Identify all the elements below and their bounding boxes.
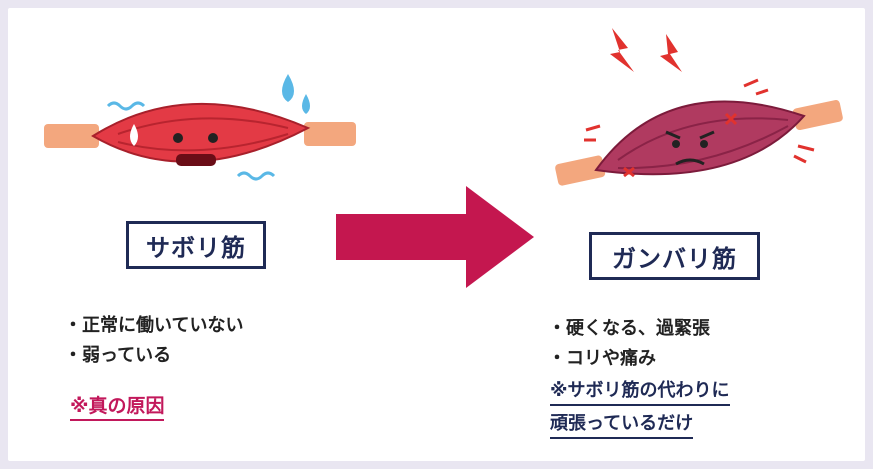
left-bullet-list: ・正常に働いていない ・弱っている [64, 311, 243, 371]
right-bullet-list: ・硬くなる、過緊張 ・コリや痛み [548, 314, 710, 374]
substitute-note-line: 頑張っているだけ [550, 411, 694, 439]
stressed-muscle-icon [555, 28, 843, 186]
substitute-note-line: ※サボリ筋の代わりに [550, 378, 730, 406]
saborikin-label-text: サボリ筋 [146, 233, 246, 262]
tired-muscle-icon [44, 74, 356, 181]
left-bullet-item: ・正常に働いていない [64, 315, 244, 336]
saborikin-label: サボリ筋 [126, 221, 266, 269]
ganbarikin-label: ガンバリ筋 [589, 232, 760, 280]
substitute-note: ※サボリ筋の代わりに 頑張っているだけ [550, 376, 730, 442]
illustration-card: サボリ筋 ガンバリ筋 ・正常に働いていない ・ [8, 8, 865, 461]
ganbarikin-label-text: ガンバリ筋 [612, 244, 737, 273]
right-bullet-item: ・コリや痛み [548, 348, 656, 369]
arrow-right-icon [336, 186, 534, 288]
left-bullet-item: ・弱っている [64, 345, 172, 366]
right-bullet-item: ・硬くなる、過緊張 [548, 318, 710, 339]
true-cause-note: ※真の原因 [70, 391, 165, 421]
